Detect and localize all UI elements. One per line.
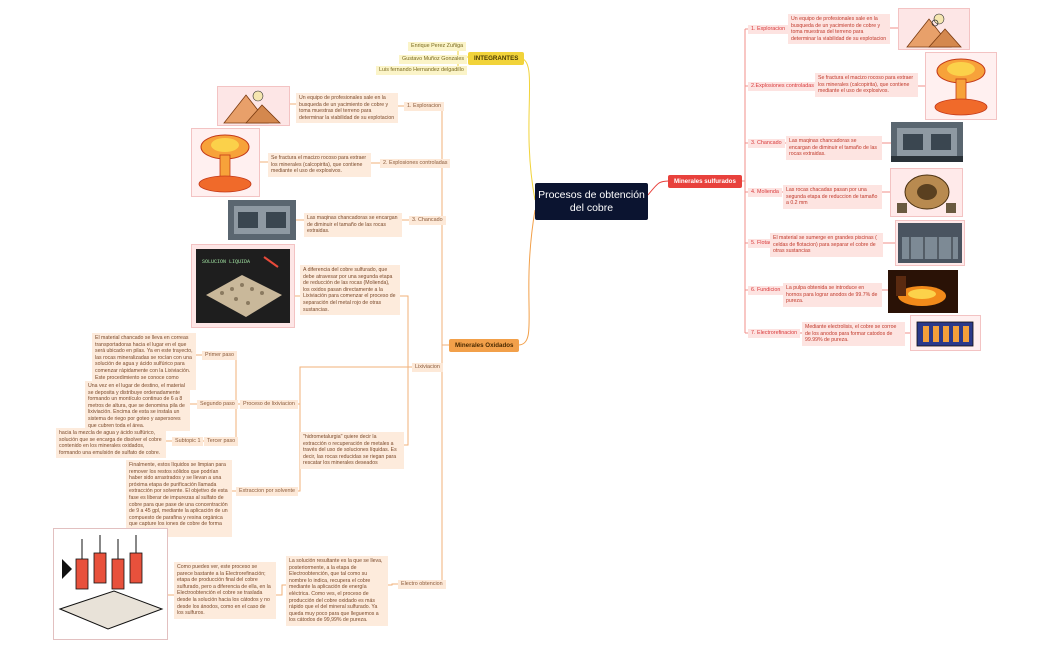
primer-paso-text: El material chancado se lleva en correas… — [92, 333, 196, 390]
oxi-exploration-illustration — [217, 86, 290, 126]
oxi-step-2-text: Se fractura el macizo rocoso para extrae… — [268, 153, 371, 177]
subtopic-1-label[interactable]: Subtopic 1 — [172, 437, 204, 446]
sulf-step-5-text: El material se sumerge en grandes piscin… — [770, 233, 883, 257]
sulf-step-7-label[interactable]: 7. Electrorefinacion — [748, 329, 801, 338]
oxi-step-1-text: Un equipo de profesionales sale en la bu… — [296, 93, 398, 124]
sulf-step-2-text: Se fractura el macizo rocoso para extrae… — [815, 73, 918, 97]
member-2: Gustavo Muñoz Gonzales — [399, 55, 468, 64]
sulfurados-node[interactable]: Minerales sulfurados — [668, 175, 742, 188]
member-3: Luis fernando Hernandez delgadillo — [376, 66, 467, 75]
sulf-step-5-label[interactable]: 5. Flotacion — [748, 239, 782, 248]
sulf-step-1-text: Un equipo de profesionales sale en la bu… — [788, 14, 890, 45]
oxi-step-2-label[interactable]: 2. Explosiones controladas — [380, 159, 451, 168]
central-topic[interactable]: Procesos de obtención del cobre — [535, 183, 648, 220]
electrorefining-illustration — [910, 315, 981, 351]
crusher-photo — [891, 122, 963, 162]
bag-label: SOLUCION LIQUIDA — [202, 259, 250, 265]
sulf-step-4-label[interactable]: 4. Molienda — [748, 188, 782, 197]
sulf-step-3-text: Las maqinas chancadoras se encargan de d… — [786, 136, 882, 160]
sulf-step-3-label[interactable]: 3. Chancado — [748, 139, 785, 148]
explosion-illustration — [925, 52, 997, 120]
segundo-paso-label[interactable]: Segundo paso — [197, 400, 238, 409]
sulf-step-2-label[interactable]: 2.Explosiones controladas — [748, 82, 817, 91]
mill-illustration — [890, 168, 963, 217]
sulf-step-6-label[interactable]: 6. Fundicion — [748, 286, 784, 295]
sulf-step-6-text: La pulpa obtenida se introduce en hornos… — [783, 283, 882, 307]
flotation-photo — [895, 220, 965, 266]
proceso-lixiviacion-label[interactable]: Proceso de lixiviacion — [240, 400, 298, 409]
leaching-pile-illustration: SOLUCION LIQUIDA — [191, 244, 295, 328]
oxidados-node[interactable]: Minerales Oxidados — [449, 339, 520, 352]
exploration-illustration — [898, 8, 970, 50]
lixiviacion-label[interactable]: Lixiviacion — [412, 363, 443, 372]
tercer-paso-label[interactable]: Tercer paso — [204, 437, 239, 446]
oxi-step-3-label[interactable]: 3. Chancado — [409, 216, 446, 225]
primer-paso-label[interactable]: Primer paso — [202, 351, 238, 360]
lixiviacion-text-1: A diferencia del cobre sulfurado, que de… — [300, 265, 400, 316]
sulf-step-4-text: Las rocas chacadas pasan por una segunda… — [783, 185, 882, 209]
subtopic-1-text: hacia la mezcla de agua y ácido sulfúric… — [56, 428, 166, 459]
oxi-explosion-illustration — [191, 128, 260, 197]
lixiviacion-text-2: "hidrometalurgia" quiere decir la extrac… — [300, 432, 404, 469]
electro-obtencion-text-1: La solución resultante es la que se llev… — [286, 556, 388, 626]
integrantes-node[interactable]: INTEGRANTES — [468, 52, 525, 65]
member-1: Enrique Perez Zuñiga — [408, 42, 467, 51]
extraccion-solvente-text: Finalmente, estos líquidos se limpian pa… — [126, 460, 232, 537]
central-title: Procesos de obtención del cobre — [538, 188, 645, 214]
oxi-step-3-text: Las maqinas chancadoras se encargan de d… — [304, 213, 402, 237]
electro-obtencion-text-2: Como puedes ver, este proceso se parece … — [174, 562, 276, 619]
extraccion-solvente-label[interactable]: Extraccion por solvente — [236, 487, 299, 496]
segundo-paso-text: Una vez en el lugar de destino, el mater… — [85, 381, 190, 432]
oxi-step-1-label[interactable]: 1. Exploracion — [404, 102, 445, 111]
sulf-step-7-text: Mediante electrolisis, el cobre se corro… — [802, 322, 905, 346]
oxi-crusher-photo — [228, 200, 296, 240]
electro-obtencion-label[interactable]: Electro obtencion — [398, 580, 446, 589]
electrowinning-illustration — [53, 528, 168, 640]
sulf-step-1-label[interactable]: 1. Exploracion — [748, 25, 789, 34]
smelting-photo — [888, 270, 958, 313]
